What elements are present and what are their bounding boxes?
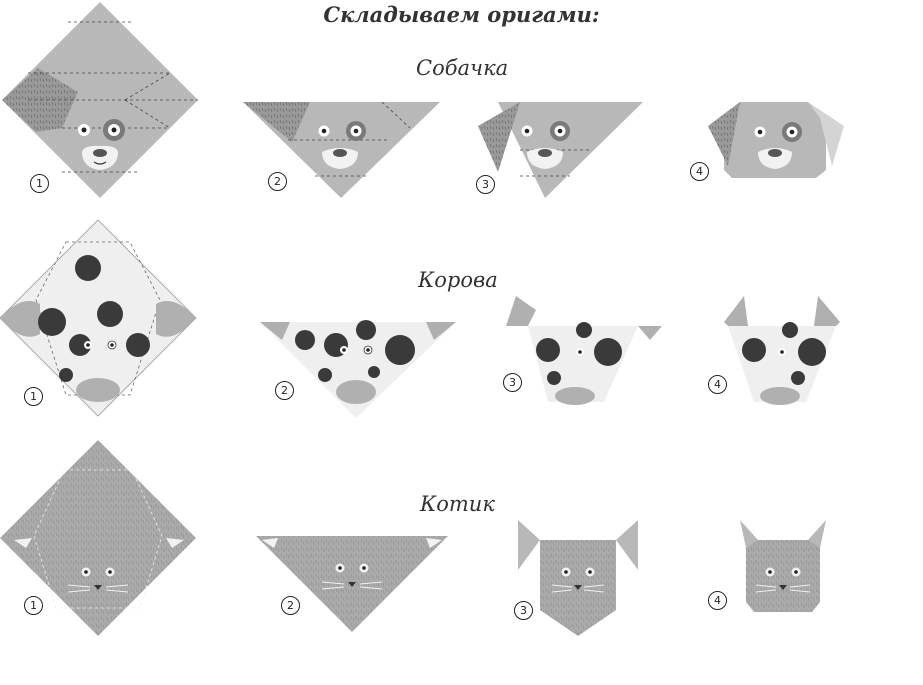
dog-step-4 xyxy=(708,102,844,178)
cat-step-1-number: 1 xyxy=(24,596,43,615)
dog-step-3 xyxy=(478,102,643,198)
page-title: Складываем оригами: xyxy=(323,2,600,27)
cat-step-4 xyxy=(740,520,826,612)
cow-step-4-number: 4 xyxy=(708,375,727,394)
cow-step-1 xyxy=(0,219,197,417)
cow-step-1-number: 1 xyxy=(24,387,43,406)
section-title-dog: Собачка xyxy=(416,56,509,80)
dog-step-1 xyxy=(2,2,198,198)
dog-step-2-number: 2 xyxy=(268,172,287,191)
cat-step-4-number: 4 xyxy=(708,591,727,610)
dog-step-2 xyxy=(243,101,440,198)
cow-step-3-number: 3 xyxy=(503,373,522,392)
section-title-cat: Котик xyxy=(420,492,495,516)
dog-step-4-number: 4 xyxy=(690,162,709,181)
section-title-cow: Корова xyxy=(418,268,498,292)
cat-step-1 xyxy=(0,440,196,636)
cat-step-2 xyxy=(256,536,448,632)
dog-step-1-number: 1 xyxy=(30,174,49,193)
cow-step-4 xyxy=(724,296,840,405)
cat-step-3-number: 3 xyxy=(514,601,533,620)
cow-step-3 xyxy=(506,296,662,405)
cat-step-3 xyxy=(518,520,638,636)
dog-step-3-number: 3 xyxy=(476,175,495,194)
cat-step-2-number: 2 xyxy=(281,596,300,615)
cow-step-2-number: 2 xyxy=(275,381,294,400)
cow-step-2 xyxy=(260,320,456,418)
